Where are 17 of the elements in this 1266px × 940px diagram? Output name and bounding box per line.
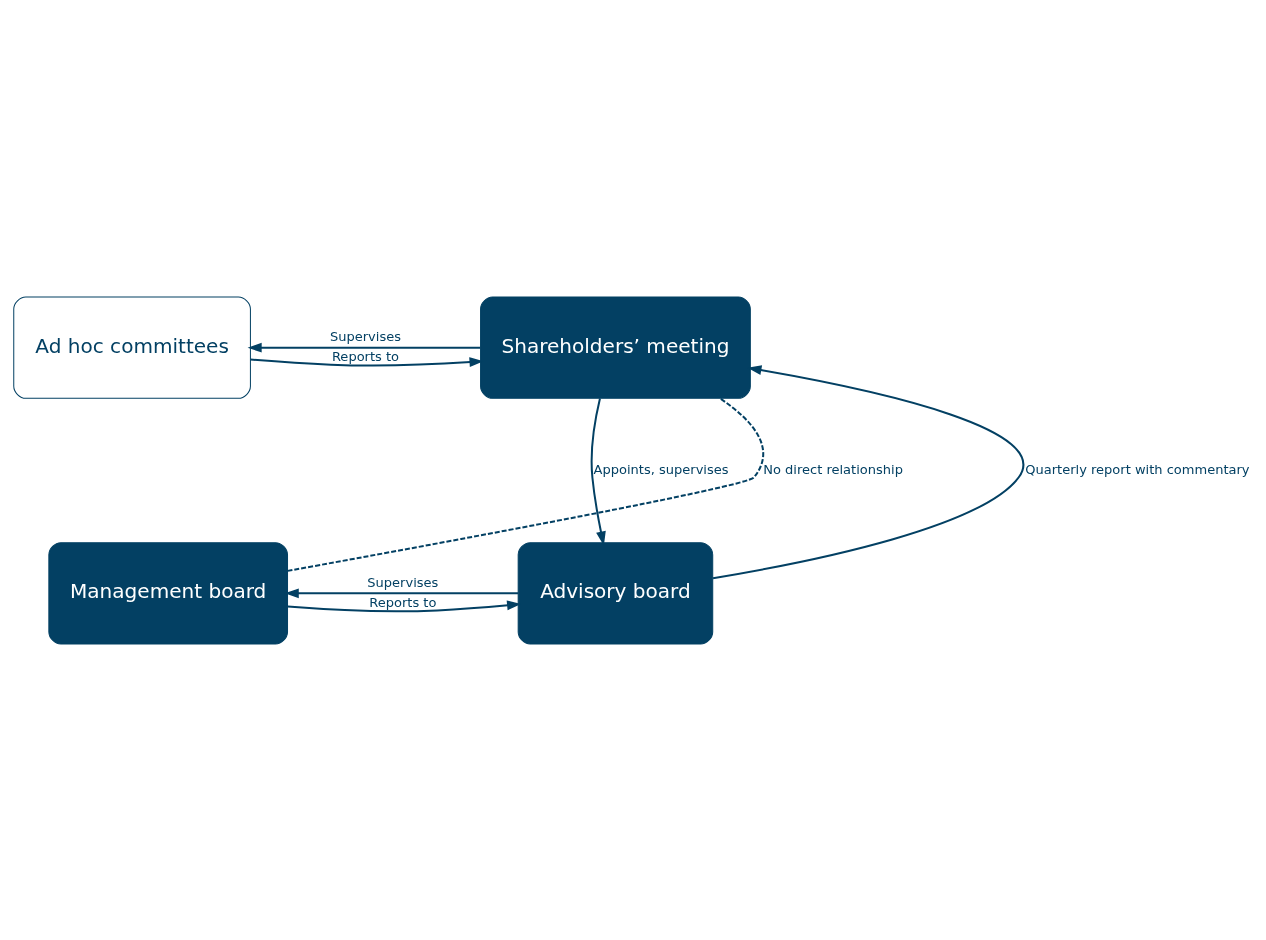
edge-label: Appoints, supervises [593,461,729,477]
edge-label: Reports to [331,348,400,364]
arrow [287,600,522,612]
edge-label: Reports to [369,594,437,610]
node-box: Ad hoc committees [13,296,251,399]
edge-label: No direct relationship [763,461,903,477]
edge-label: Supervises [329,328,402,344]
arrow [712,364,1024,579]
node-box: Management board [48,541,289,644]
node-box: Advisory board [517,541,714,644]
arrow [247,342,481,353]
arrow [590,397,606,546]
edge-label: Quarterly report with commentary [1025,461,1250,477]
node-box: Shareholders’ meeting [480,296,751,399]
edge-label: Supervises [367,574,439,590]
connector [287,397,765,572]
arrow [250,356,484,367]
